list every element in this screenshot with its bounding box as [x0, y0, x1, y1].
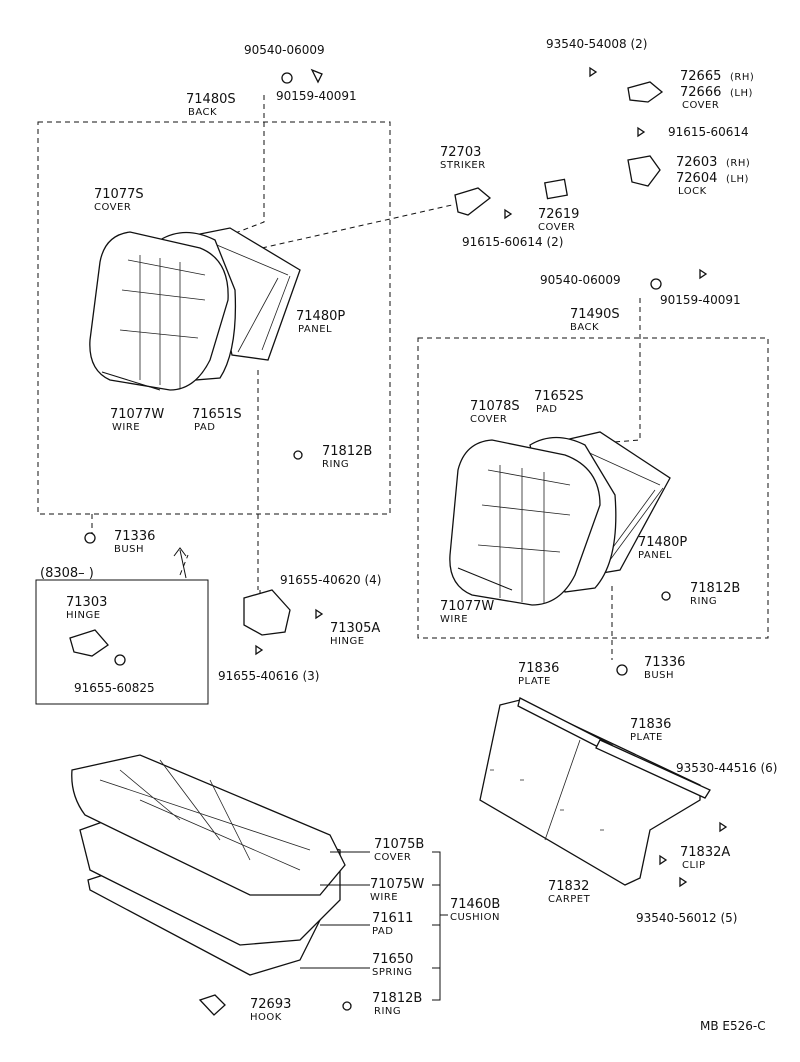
- label-71077W-left: 71077W: [110, 407, 164, 422]
- label-71812B-right: 71812B: [690, 581, 740, 596]
- label-71336-right-name: BUSH: [644, 670, 674, 681]
- label-71832: 71832: [548, 879, 589, 894]
- label-71077S-name: COVER: [94, 202, 131, 213]
- label-71077W-left-name: WIRE: [112, 422, 140, 433]
- label-72665: 72665: [680, 69, 721, 84]
- label-72603: 72603: [676, 155, 717, 170]
- inset-hinge-box: [35, 579, 209, 705]
- labels: 90540-06009 90159-40091 71480S BACK 7107…: [40, 37, 778, 1033]
- label-71650-name: SPRING: [372, 967, 413, 978]
- cushion-bracket: [300, 851, 448, 1001]
- label-71075B-name: COVER: [374, 852, 411, 863]
- label-72703: 72703: [440, 145, 481, 160]
- label-90540-06009-right: 90540-06009: [540, 273, 621, 287]
- label-72666-lh: (LH): [730, 88, 753, 99]
- label-71305A: 71305A: [330, 621, 380, 636]
- label-71812B-bottom: 71812B: [372, 991, 422, 1006]
- label-inset-date: (8308– ): [40, 566, 94, 581]
- label-71075W: 71075W: [370, 877, 424, 892]
- label-71652S: 71652S: [534, 389, 584, 404]
- label-71075W-name: WIRE: [370, 892, 398, 903]
- right-back-group-box: [417, 337, 769, 639]
- label-91655-40616: 91655-40616 (3): [218, 669, 320, 683]
- label-91655-40620: 91655-40620 (4): [280, 573, 382, 587]
- label-91615-60614: 91615-60614: [668, 125, 749, 139]
- label-72665-rh: (RH): [730, 72, 754, 83]
- label-71832A: 71832A: [680, 845, 730, 860]
- label-71836-a: 71836: [518, 661, 559, 676]
- label-71836-a-name: PLATE: [518, 676, 551, 687]
- label-72703-name: STRIKER: [440, 160, 486, 171]
- label-71480P-right: 71480P: [638, 535, 687, 550]
- label-71480S: 71480S: [186, 92, 236, 107]
- label-71832-name: CARPET: [548, 894, 591, 905]
- label-72619-name: COVER: [538, 222, 575, 233]
- label-71812B-bottom-name: RING: [374, 1006, 401, 1017]
- label-71651S: 71651S: [192, 407, 242, 422]
- label-72619: 72619: [538, 207, 579, 222]
- label-71812B-right-name: RING: [690, 596, 717, 607]
- label-71812B-left: 71812B: [322, 444, 372, 459]
- label-71078S-name: COVER: [470, 414, 507, 425]
- label-71460B: 71460B: [450, 897, 500, 912]
- label-71652S-name: PAD: [536, 404, 557, 415]
- label-72603-name: LOCK: [678, 186, 707, 197]
- label-90159-40091-top: 90159-40091: [276, 89, 357, 103]
- label-71075B: 71075B: [374, 837, 424, 852]
- label-71336-right: 71336: [644, 655, 685, 670]
- label-93540-54008: 93540-54008 (2): [546, 37, 648, 51]
- label-72604: 72604: [676, 171, 717, 186]
- label-71480P-left: 71480P: [296, 309, 345, 324]
- label-71832A-name: CLIP: [682, 860, 706, 871]
- label-71650: 71650: [372, 952, 413, 967]
- footer-code: MB E526-C: [700, 1019, 766, 1033]
- label-91615-60614-2: 91615-60614 (2): [462, 235, 564, 249]
- label-71651S-name: PAD: [194, 422, 215, 433]
- label-71480S-name: BACK: [188, 107, 217, 118]
- label-71460B-name: CUSHION: [450, 912, 500, 923]
- label-91655-60825: 91655-60825: [74, 681, 155, 695]
- label-71490S-name: BACK: [570, 322, 599, 333]
- right-seatback-drawing: [449, 431, 671, 606]
- label-72666: 72666: [680, 85, 721, 100]
- label-71480P-left-name: PANEL: [298, 324, 332, 335]
- label-71303: 71303: [66, 595, 107, 610]
- left-back-group-box: [37, 121, 391, 515]
- label-71078S: 71078S: [470, 399, 520, 414]
- label-72693: 72693: [250, 997, 291, 1012]
- label-71303-name: HINGE: [66, 610, 101, 621]
- label-72693-name: HOOK: [250, 1012, 282, 1023]
- label-71836-b-name: PLATE: [630, 732, 663, 743]
- label-71812B-left-name: RING: [322, 459, 349, 470]
- label-71611-name: PAD: [372, 926, 393, 937]
- label-93540-56012: 93540-56012 (5): [636, 911, 738, 925]
- label-71077S: 71077S: [94, 187, 144, 202]
- label-71077W-right-name: WIRE: [440, 614, 468, 625]
- label-71836-b: 71836: [630, 717, 671, 732]
- label-72603-rh: (RH): [726, 158, 750, 169]
- carpet-drawing: [479, 697, 711, 886]
- label-93530-44516: 93530-44516 (6): [676, 761, 778, 775]
- cushion-drawing: [71, 754, 346, 976]
- label-71305A-name: HINGE: [330, 636, 365, 647]
- label-71611: 71611: [372, 911, 413, 926]
- label-90159-40091-right: 90159-40091: [660, 293, 741, 307]
- left-seatback-drawing: [89, 227, 301, 391]
- label-71077W-right: 71077W: [440, 599, 494, 614]
- label-71480P-right-name: PANEL: [638, 550, 672, 561]
- hardware-drawings: [69, 66, 728, 1016]
- label-90540-06009-top: 90540-06009: [244, 43, 325, 57]
- label-72604-lh: (LH): [726, 174, 749, 185]
- label-71490S: 71490S: [570, 307, 620, 322]
- label-71336-left-name: BUSH: [114, 544, 144, 555]
- label-72665-name: COVER: [682, 100, 719, 111]
- label-71336-left: 71336: [114, 529, 155, 544]
